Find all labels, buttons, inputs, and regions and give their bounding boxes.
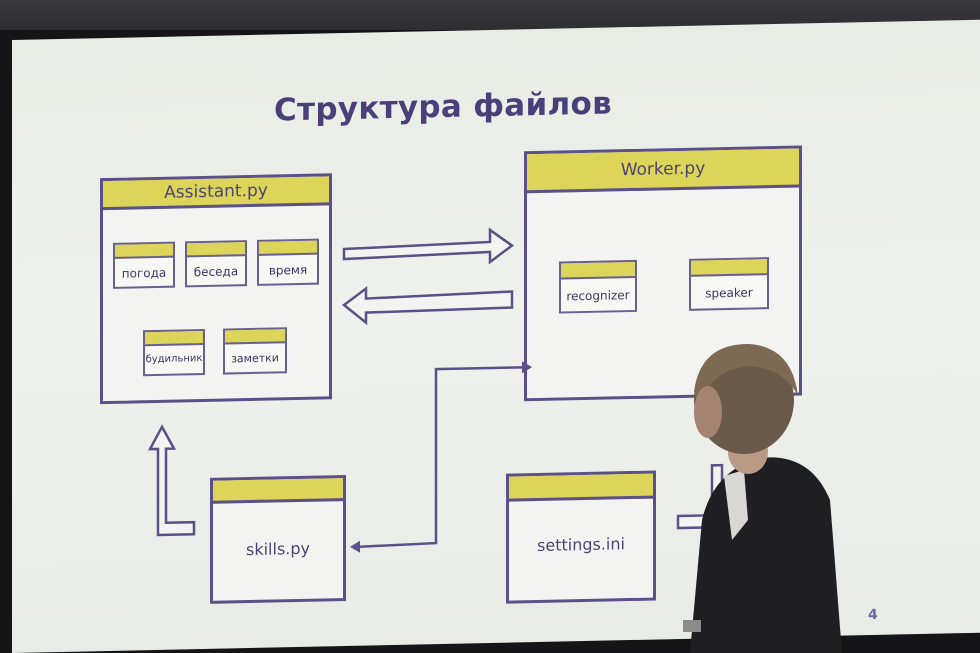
connector-skills-worker [359,366,522,548]
page-number: 4 [868,606,878,624]
arrowhead-to-skills [350,540,360,553]
arrows-layer [147,227,724,553]
arrow-to-worker [342,227,515,265]
arrow-to-assistant [341,286,514,326]
arrowhead-to-worker [522,361,532,374]
arrow-skills-to-assistant [147,424,196,537]
presentation-slide: Структура файлов Assistant.py погода бес… [12,19,980,653]
arrow-settings-to-worker [676,463,724,530]
